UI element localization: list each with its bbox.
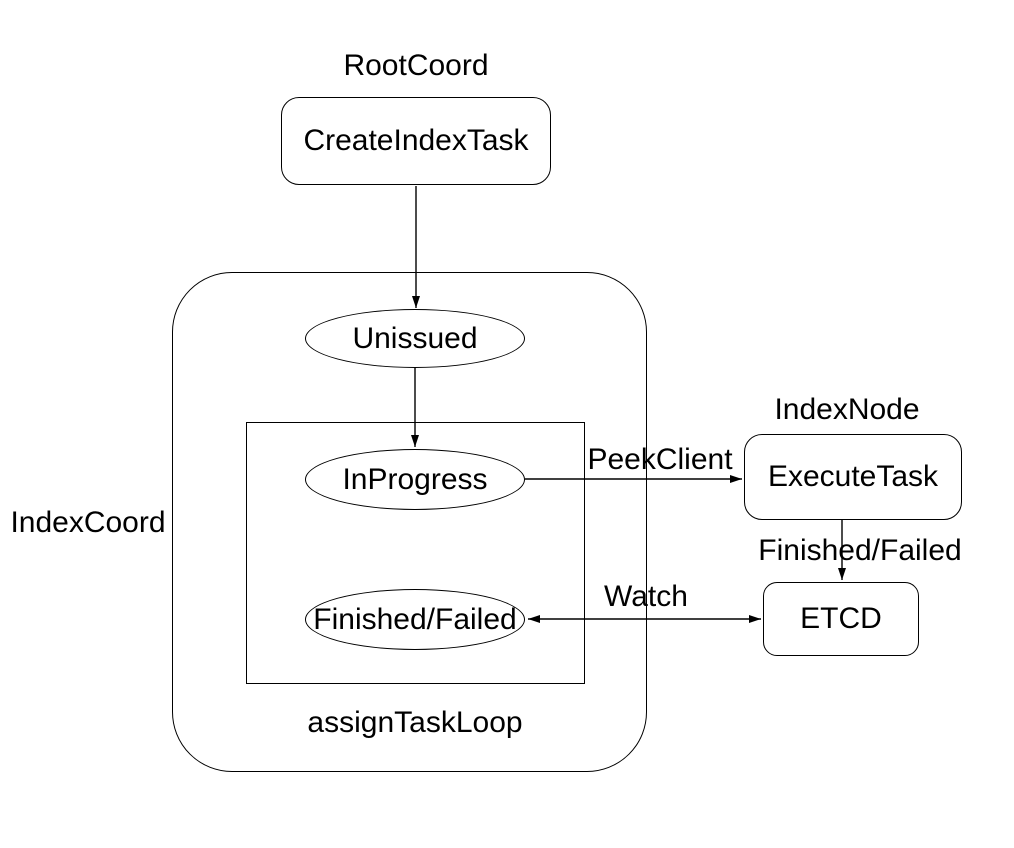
execute-task-node: ExecuteTask	[744, 434, 962, 520]
create-index-task-node: CreateIndexTask	[281, 97, 551, 185]
index-node-label: IndexNode	[774, 393, 920, 426]
index-coord-label: IndexCoord	[10, 506, 166, 539]
execute-task-node-label: ExecuteTask	[767, 460, 939, 493]
assign-task-loop-label: assignTaskLoop	[307, 706, 523, 739]
in-progress-node: InProgress	[305, 449, 525, 510]
in-progress-node-label: InProgress	[342, 462, 488, 496]
root-coord-label: RootCoord	[343, 49, 489, 82]
watch-edge-label: Watch	[604, 580, 688, 613]
unissued-node: Unissued	[305, 309, 525, 368]
finished-failed-node: Finished/Failed	[305, 589, 525, 650]
unissued-node-label: Unissued	[352, 321, 478, 355]
etcd-node: ETCD	[763, 582, 919, 656]
finished-failed-node-label: Finished/Failed	[313, 602, 517, 636]
finished-failed-edge-label: Finished/Failed	[758, 534, 962, 567]
index-coord-group	[172, 272, 647, 772]
peek-client-edge-label: PeekClient	[587, 443, 733, 476]
etcd-node-label: ETCD	[800, 602, 882, 635]
create-index-task-node-label: CreateIndexTask	[303, 124, 529, 157]
